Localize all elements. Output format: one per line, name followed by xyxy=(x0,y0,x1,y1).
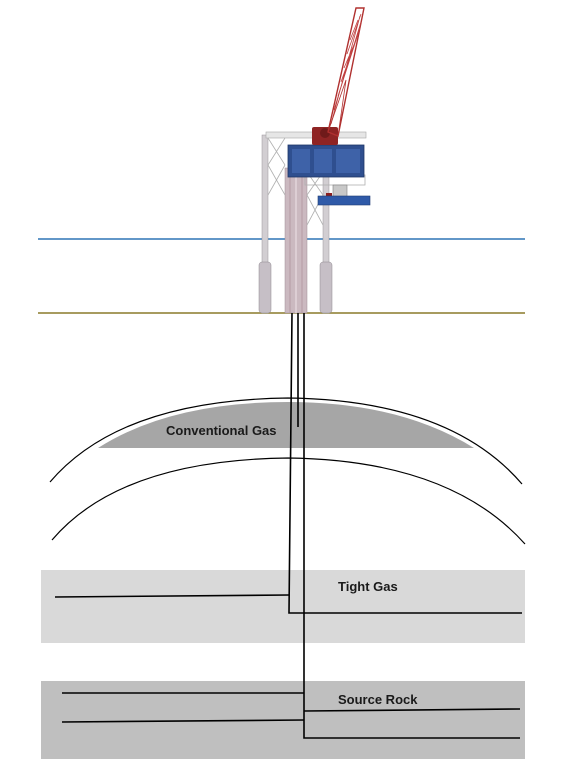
wellbore-source-rock xyxy=(303,313,520,739)
label-source-rock: Source Rock xyxy=(338,692,418,707)
label-conventional-gas: Conventional Gas xyxy=(166,423,277,438)
source-rock-mid-bed xyxy=(61,719,305,723)
crane-icon xyxy=(327,7,365,137)
tight-gas-left-bed xyxy=(54,594,290,598)
source-rock-right-bed xyxy=(303,708,521,712)
conventional-gas-cap xyxy=(98,402,474,448)
reservoir-arch-lower xyxy=(51,457,526,545)
tight-gas-layer xyxy=(41,570,525,643)
wellbore-tight-gas xyxy=(288,312,522,614)
offshore-drilling-platform-icon xyxy=(258,127,371,314)
reservoir-arch-upper xyxy=(49,397,523,485)
label-tight-gas: Tight Gas xyxy=(338,579,398,594)
